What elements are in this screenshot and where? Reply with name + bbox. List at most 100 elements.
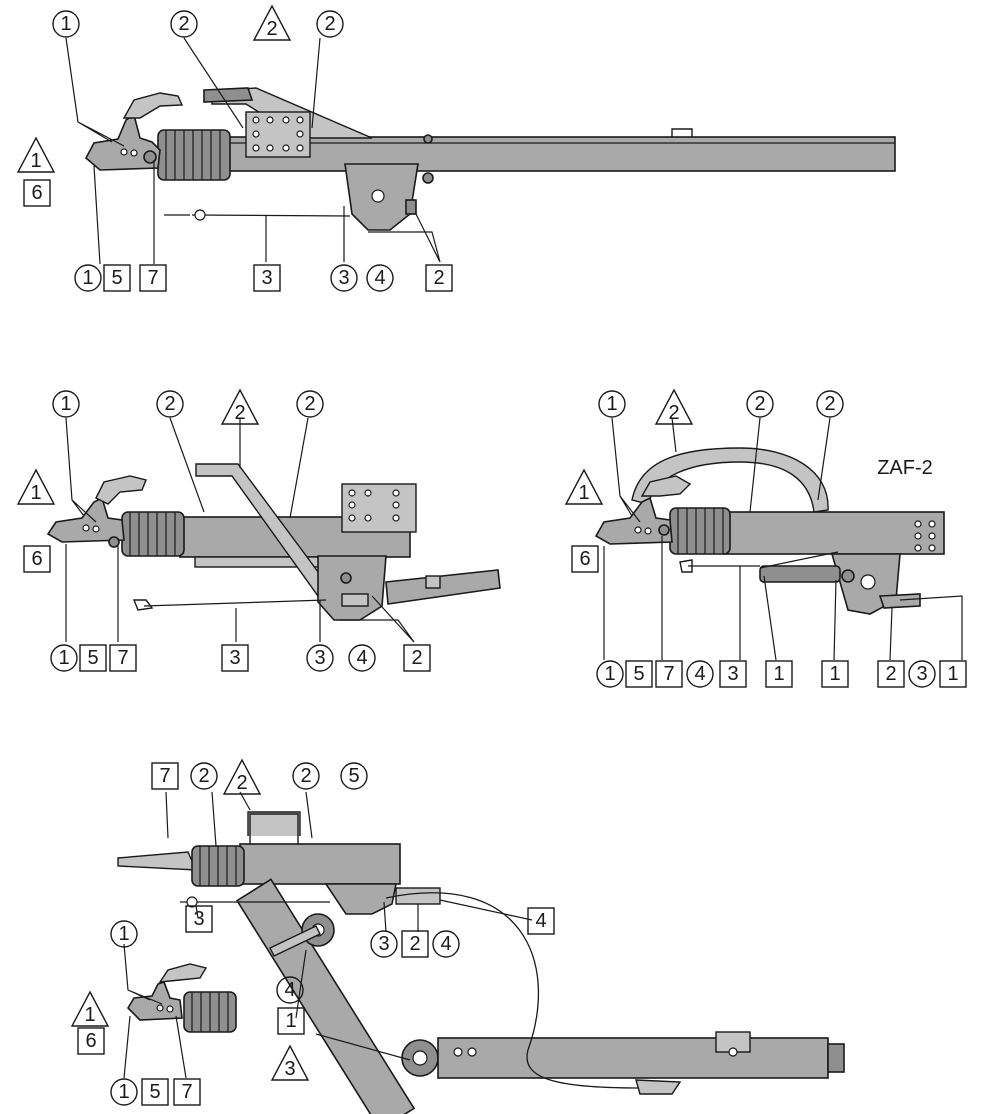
- svg-text:2: 2: [304, 393, 315, 415]
- callout-circle-1: 1: [596, 660, 624, 688]
- figure-3: ZAF-2: [594, 447, 945, 615]
- svg-text:2: 2: [324, 13, 335, 35]
- svg-text:7: 7: [147, 267, 158, 289]
- callout-circle-5: 5: [340, 762, 368, 790]
- callout-triangle-3: 3: [270, 1044, 310, 1081]
- coupling-head: [46, 496, 125, 543]
- callout-circle-2: 2: [296, 390, 324, 418]
- callout-square-3: 3: [221, 644, 249, 672]
- svg-text:3: 3: [193, 908, 204, 930]
- svg-text:2: 2: [300, 765, 311, 787]
- svg-text:6: 6: [579, 548, 590, 570]
- wheel-bracket: [317, 555, 387, 621]
- svg-text:4: 4: [374, 267, 385, 289]
- callout-square-2: 2: [425, 264, 453, 292]
- svg-text:2: 2: [409, 933, 420, 955]
- callout-circle-1: 1: [110, 1078, 138, 1106]
- svg-text:7: 7: [117, 647, 128, 669]
- callout-circle-2: 2: [190, 762, 218, 790]
- callout-square-5: 5: [79, 644, 107, 672]
- svg-text:1: 1: [606, 393, 617, 415]
- handbrake-lever: [631, 447, 829, 513]
- callout-triangle-1: 1: [564, 468, 604, 505]
- figure-4: [117, 811, 845, 1114]
- callout-square-2: 2: [877, 660, 905, 688]
- callout-square-1: 1: [277, 1007, 305, 1035]
- svg-text:1: 1: [30, 482, 41, 504]
- svg-text:4: 4: [694, 663, 705, 685]
- callout-triangle-2: 2: [252, 4, 292, 41]
- drawbar-lower: [437, 1037, 829, 1079]
- callout-triangle-1: 1: [16, 468, 56, 505]
- svg-text:2: 2: [178, 13, 189, 35]
- callout-square-1: 1: [821, 660, 849, 688]
- callout-circle-4: 4: [348, 644, 376, 672]
- callout-circle-3: 3: [330, 264, 358, 292]
- callout-triangle-1: 1: [70, 990, 110, 1027]
- svg-text:2: 2: [234, 402, 245, 424]
- callout-circle-4: 4: [366, 264, 394, 292]
- drawbar: [723, 511, 945, 555]
- callout-square-4: 4: [527, 907, 555, 935]
- callout-square-3: 3: [185, 905, 213, 933]
- bellow: [121, 511, 185, 557]
- callout-square-2: 2: [401, 930, 429, 958]
- callout-square-6: 6: [23, 179, 51, 207]
- callout-circle-3: 3: [908, 660, 936, 688]
- callout-square-6: 6: [571, 545, 599, 573]
- svg-text:3: 3: [378, 933, 389, 955]
- svg-text:3: 3: [314, 647, 325, 669]
- callout-square-7: 7: [151, 762, 179, 790]
- callout-square-5: 5: [625, 660, 653, 688]
- callout-circle-1: 1: [52, 10, 80, 38]
- callout-triangle-2: 2: [220, 388, 260, 425]
- callout-square-7: 7: [173, 1078, 201, 1106]
- svg-text:4: 4: [440, 933, 451, 955]
- svg-text:1: 1: [30, 150, 41, 172]
- callout-circle-3: 3: [306, 644, 334, 672]
- svg-text:3: 3: [727, 663, 738, 685]
- svg-text:3: 3: [916, 663, 927, 685]
- svg-text:1: 1: [118, 1081, 129, 1103]
- coupling-handle: [95, 475, 147, 505]
- shock-absorber: [759, 565, 841, 583]
- svg-text:5: 5: [111, 267, 122, 289]
- svg-text:5: 5: [348, 765, 359, 787]
- bellow: [669, 507, 731, 555]
- svg-text:7: 7: [159, 765, 170, 787]
- svg-text:1: 1: [118, 923, 129, 945]
- coupling-handle: [640, 475, 692, 497]
- svg-text:1: 1: [604, 663, 615, 685]
- callout-square-3: 3: [253, 264, 281, 292]
- svg-text:1: 1: [829, 663, 840, 685]
- drawbar: [224, 136, 896, 172]
- callout-square-7: 7: [109, 644, 137, 672]
- callout-square-5: 5: [141, 1078, 169, 1106]
- callout-circle-1: 1: [598, 390, 626, 418]
- callout-circle-2: 2: [316, 10, 344, 38]
- callout-circle-1: 1: [110, 920, 138, 948]
- callout-square-6: 6: [23, 545, 51, 573]
- svg-text:4: 4: [356, 647, 367, 669]
- bracket-upper: [324, 883, 397, 915]
- svg-text:1: 1: [578, 482, 589, 504]
- callout-square-5: 5: [103, 264, 131, 292]
- callout-circle-4: 4: [686, 660, 714, 688]
- svg-text:3: 3: [338, 267, 349, 289]
- svg-text:5: 5: [633, 663, 644, 685]
- svg-text:6: 6: [85, 1030, 96, 1052]
- svg-text:2: 2: [164, 393, 175, 415]
- callout-square-1: 1: [939, 660, 967, 688]
- bellow-detached: [183, 991, 237, 1033]
- svg-text:1: 1: [60, 13, 71, 35]
- svg-text:4: 4: [284, 979, 295, 1001]
- svg-text:1: 1: [82, 267, 93, 289]
- svg-text:2: 2: [198, 765, 209, 787]
- figure-1: [84, 87, 896, 231]
- callout-circle-3: 3: [370, 930, 398, 958]
- svg-text:7: 7: [663, 663, 674, 685]
- coupling-handle: [122, 92, 184, 119]
- drawbar-upper: [239, 843, 401, 885]
- svg-text:5: 5: [149, 1081, 160, 1103]
